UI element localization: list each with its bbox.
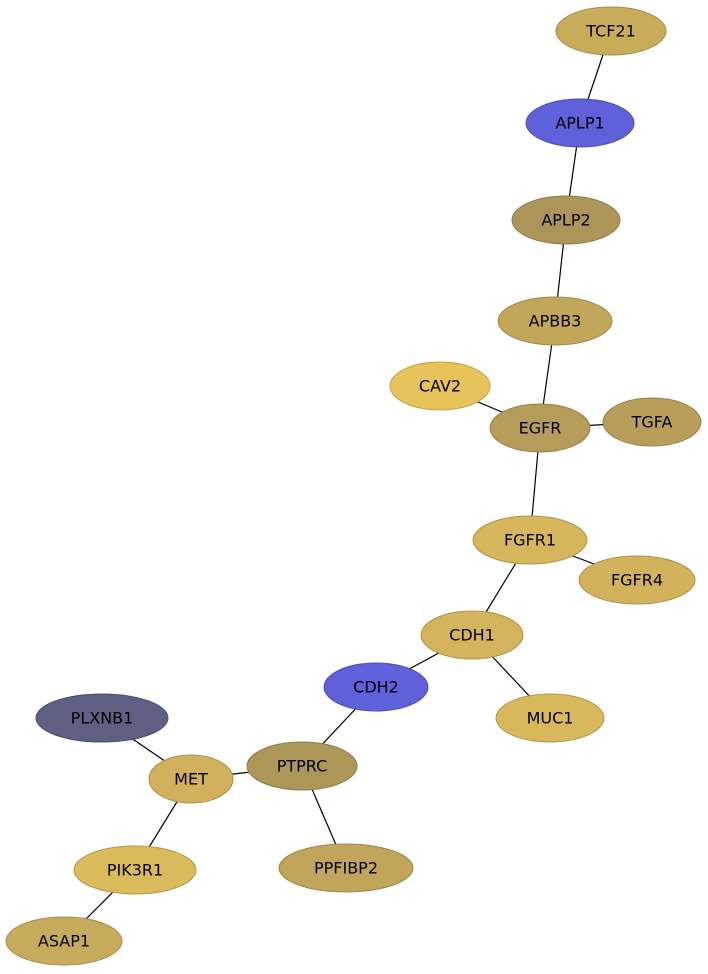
node-ellipse	[511, 195, 621, 245]
node-tgfa[interactable]: TGFA	[602, 397, 702, 447]
node-plxnb1[interactable]: PLXNB1	[35, 693, 169, 743]
node-label: EGFR	[519, 419, 562, 438]
node-ppfibp2[interactable]: PPFIBP2	[278, 843, 414, 893]
node-cav2[interactable]: CAV2	[389, 361, 491, 411]
node-ellipse	[495, 693, 605, 743]
edges-layer	[63, 30, 653, 942]
node-label: MET	[174, 770, 208, 789]
node-ellipse	[148, 754, 234, 804]
node-ellipse	[389, 361, 491, 411]
node-aplp2[interactable]: APLP2	[511, 195, 621, 245]
node-label: FGFR1	[504, 531, 556, 550]
node-ellipse	[578, 555, 696, 605]
node-label: CAV2	[419, 377, 461, 396]
node-label: FGFR4	[611, 571, 663, 590]
node-ellipse	[602, 397, 702, 447]
node-label: ASAP1	[38, 932, 90, 951]
node-ellipse	[246, 741, 358, 791]
node-label: APLP2	[541, 211, 590, 230]
node-egfr[interactable]: EGFR	[489, 403, 591, 453]
node-tcf21[interactable]: TCF21	[555, 6, 667, 56]
node-ellipse	[420, 610, 524, 660]
node-ptprc[interactable]: PTPRC	[246, 741, 358, 791]
node-fgfr4[interactable]: FGFR4	[578, 555, 696, 605]
node-fgfr1[interactable]: FGFR1	[472, 515, 588, 565]
node-ellipse	[278, 843, 414, 893]
node-aplp1[interactable]: APLP1	[525, 98, 635, 148]
node-label: APLP1	[555, 114, 604, 133]
node-ellipse	[73, 845, 197, 895]
node-cdh2[interactable]: CDH2	[323, 662, 429, 712]
node-cdh1[interactable]: CDH1	[420, 610, 524, 660]
node-ellipse	[323, 662, 429, 712]
node-asap1[interactable]: ASAP1	[5, 916, 123, 966]
node-label: TCF21	[585, 22, 636, 41]
node-label: TGFA	[631, 413, 673, 432]
node-pik3r1[interactable]: PIK3R1	[73, 845, 197, 895]
node-ellipse	[5, 916, 123, 966]
node-label: APBB3	[529, 312, 582, 331]
node-label: PIK3R1	[107, 861, 163, 880]
node-label: MUC1	[527, 709, 574, 728]
node-met[interactable]: MET	[148, 754, 234, 804]
node-ellipse	[35, 693, 169, 743]
node-ellipse	[555, 6, 667, 56]
node-label: CDH2	[353, 678, 399, 697]
node-muc1[interactable]: MUC1	[495, 693, 605, 743]
node-label: PLXNB1	[71, 709, 134, 728]
node-ellipse	[472, 515, 588, 565]
node-label: PPFIBP2	[314, 859, 378, 878]
node-label: PTPRC	[277, 757, 328, 776]
node-apbb3[interactable]: APBB3	[497, 296, 613, 346]
node-ellipse	[489, 403, 591, 453]
node-ellipse	[525, 98, 635, 148]
node-label: CDH1	[449, 626, 495, 645]
node-ellipse	[497, 296, 613, 346]
